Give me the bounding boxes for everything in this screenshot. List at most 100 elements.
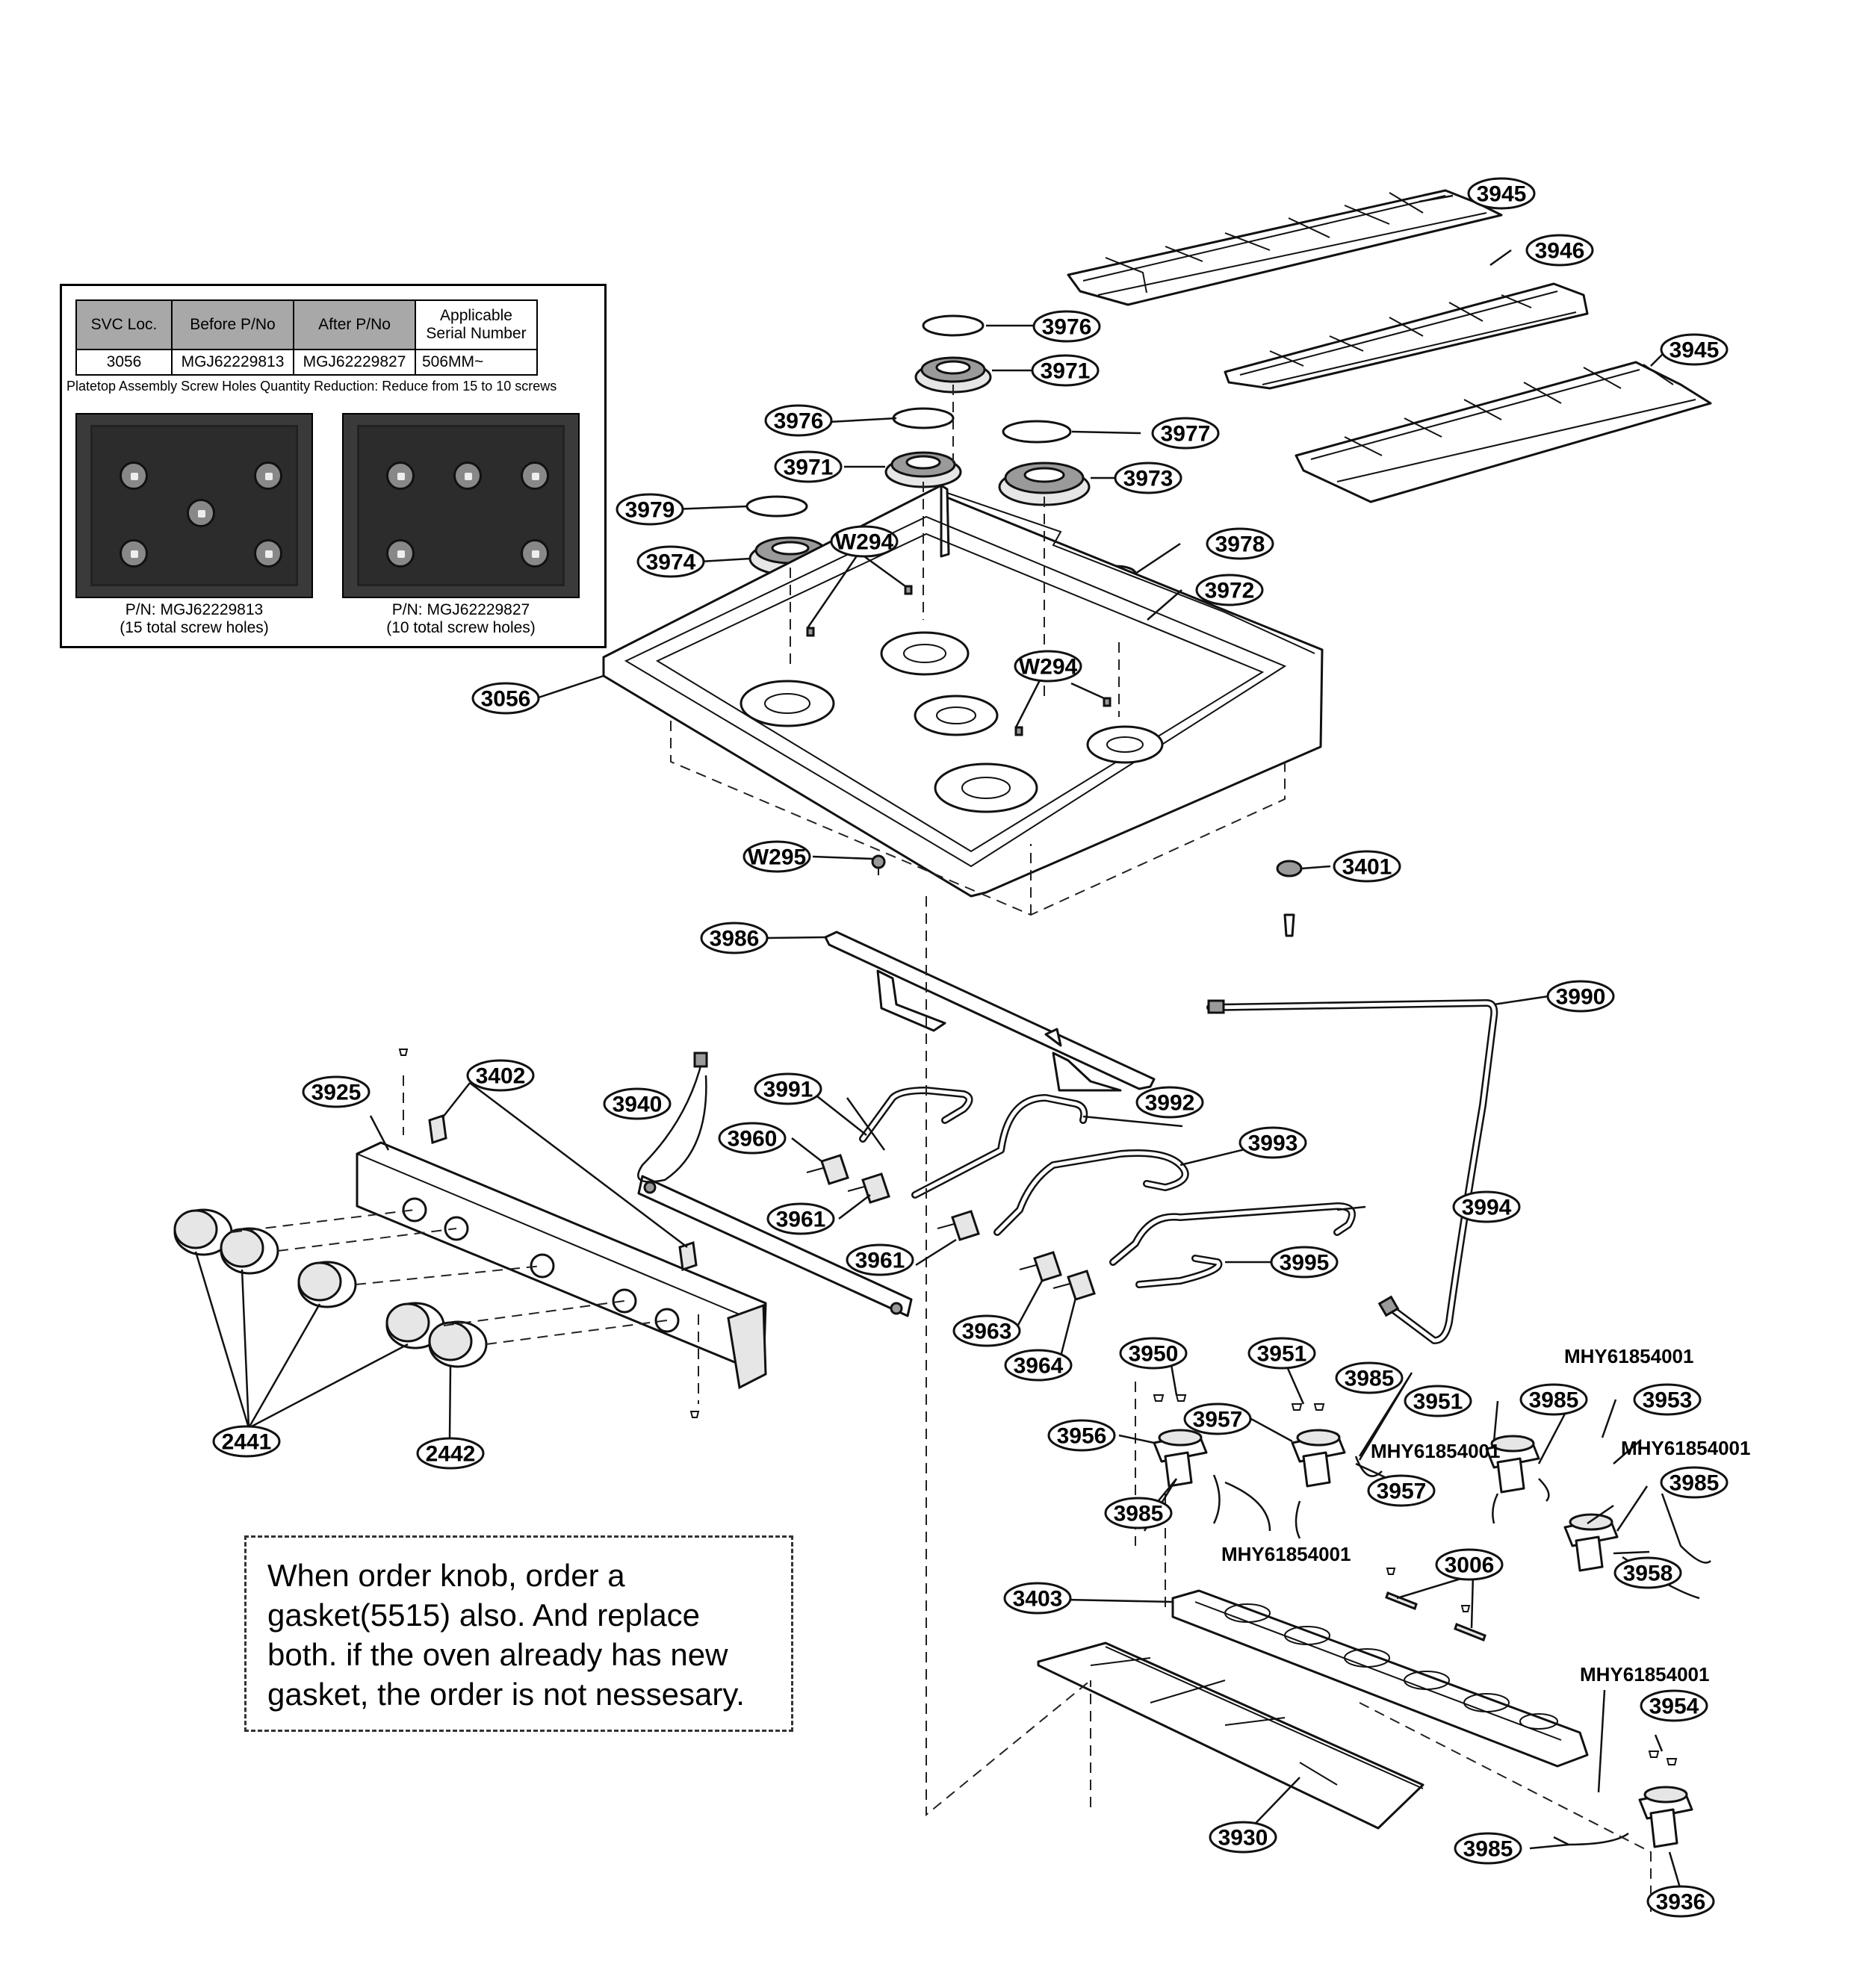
photo-after <box>342 413 580 598</box>
callout-oval <box>1047 1419 1116 1452</box>
callout-oval <box>830 525 899 558</box>
screw-3954 <box>1648 1751 1678 1765</box>
callout-3006-48: 3006 <box>1435 1548 1504 1581</box>
burner-base-3956 <box>1153 1429 1208 1488</box>
burner-box <box>1171 1589 1589 1768</box>
callout-oval <box>466 1059 535 1092</box>
callout-oval <box>1452 1190 1521 1223</box>
callout-3951-36: 3951 <box>1247 1337 1316 1370</box>
caption-before-pn: P/N: MGJ62229813 <box>125 601 264 618</box>
inset-part-change-box: SVC Loc. Before P/No After P/No Applicab… <box>60 284 607 648</box>
knob-3 <box>297 1261 357 1308</box>
callout-label: 3971 <box>1041 359 1091 384</box>
callout-oval <box>1151 417 1220 450</box>
callout-oval <box>846 1243 914 1276</box>
callout-label: 3990 <box>1556 985 1606 1010</box>
callout-oval <box>1104 1497 1173 1529</box>
callout-3954-49: 3954 <box>1640 1689 1708 1722</box>
callout-oval <box>1525 234 1594 267</box>
callout-3936-52: 3936 <box>1646 1885 1715 1918</box>
callout-oval <box>1613 1556 1682 1589</box>
burner-base-3951-b <box>1485 1435 1540 1494</box>
callout-label: 3963 <box>962 1320 1012 1344</box>
callout-3957-43: 3957 <box>1367 1474 1436 1507</box>
callout-label: W294 <box>1019 655 1078 680</box>
screw-w294-a <box>806 627 815 637</box>
callout-oval <box>1367 1474 1436 1507</box>
grate-right-front <box>1295 361 1712 503</box>
callout-oval <box>1646 1885 1715 1918</box>
callout-label: 3985 <box>1114 1502 1164 1526</box>
callout-3953-40: 3953 <box>1633 1383 1702 1416</box>
callout-3991-23: 3991 <box>754 1072 822 1105</box>
callout-oval <box>1633 1383 1702 1416</box>
caption-after-pn: P/N: MGJ62229827 <box>391 601 530 618</box>
callout-oval <box>1195 574 1264 606</box>
callout-label: 3979 <box>625 498 675 523</box>
callout-w294-14: W294 <box>1014 650 1082 683</box>
callout-3985-39: 3985 <box>1519 1383 1588 1416</box>
header-serial: Applicable Serial Number <box>415 299 538 350</box>
callout-label: W294 <box>835 530 894 555</box>
callout-3971-7: 3971 <box>774 450 843 483</box>
callout-oval <box>1333 850 1401 883</box>
callout-oval <box>471 682 540 715</box>
callout-label: 3958 <box>1623 1562 1673 1586</box>
callout-oval <box>1660 1466 1729 1499</box>
callout-oval <box>302 1075 371 1108</box>
callout-label: 3985 <box>1670 1471 1720 1496</box>
callout-oval <box>616 493 684 526</box>
callout-label: 3977 <box>1161 422 1211 447</box>
callout-oval <box>700 922 769 954</box>
callout-3957-42: 3957 <box>1183 1403 1252 1435</box>
callout-oval <box>1247 1337 1316 1370</box>
control-panel <box>356 1141 767 1390</box>
screw-w295 <box>871 854 886 875</box>
callout-3960-25: 3960 <box>718 1122 787 1155</box>
valve-3963 <box>1019 1251 1062 1282</box>
callout-label: 3972 <box>1205 579 1255 603</box>
callout-label: 3951 <box>1257 1342 1307 1367</box>
callout-oval <box>1119 1337 1188 1370</box>
caption-before: P/N: MGJ62229813 (15 total screw holes) <box>75 601 313 637</box>
callout-label: 3986 <box>710 927 760 951</box>
callout-oval <box>603 1087 672 1120</box>
callout-3951-38: 3951 <box>1404 1385 1472 1417</box>
screw-w294-c <box>1014 726 1023 736</box>
burner-base-3936 <box>1638 1786 1693 1848</box>
burner-base-3958 <box>1563 1513 1619 1572</box>
callout-3950-35: 3950 <box>1119 1337 1188 1370</box>
callout-3985-51: 3985 <box>1454 1832 1522 1865</box>
label-mhy-1: MHY61854001 <box>1564 1345 1693 1367</box>
callout-oval <box>1032 310 1101 343</box>
callout-label: 3940 <box>613 1093 663 1117</box>
callout-3946-1: 3946 <box>1525 234 1594 267</box>
callout-label: 3973 <box>1123 467 1174 491</box>
callout-label: 3985 <box>1345 1367 1395 1391</box>
valve-3961-b <box>937 1210 980 1241</box>
callout-label: 3946 <box>1535 239 1585 264</box>
callout-3992-24: 3992 <box>1135 1086 1204 1119</box>
callout-label: 3961 <box>855 1249 905 1273</box>
label-mhy-4: MHY61854001 <box>1221 1543 1351 1565</box>
callout-3974-10: 3974 <box>636 545 705 578</box>
callout-label: 3945 <box>1670 338 1720 363</box>
caption-before-desc: (15 total screw holes) <box>120 619 269 636</box>
cell-after-pno: MGJ62229827 <box>293 349 416 376</box>
callout-label: 3961 <box>776 1208 826 1232</box>
callout-oval <box>1183 1403 1252 1435</box>
callout-3945-2: 3945 <box>1660 333 1729 366</box>
callout-label: 3978 <box>1215 532 1265 557</box>
callout-oval <box>718 1122 787 1155</box>
callout-3402-21: 3402 <box>466 1059 535 1092</box>
callout-w294-11: W294 <box>830 525 899 558</box>
callout-3961-29: 3961 <box>846 1243 914 1276</box>
callout-oval <box>1004 1349 1073 1382</box>
callout-oval <box>754 1072 822 1105</box>
callout-label: 3995 <box>1280 1251 1330 1276</box>
callout-label: 3974 <box>646 550 696 575</box>
callout-oval <box>1454 1832 1522 1865</box>
cell-before-pno: MGJ62229813 <box>171 349 294 376</box>
callout-label: 3401 <box>1342 855 1392 880</box>
callout-oval <box>1404 1385 1472 1417</box>
